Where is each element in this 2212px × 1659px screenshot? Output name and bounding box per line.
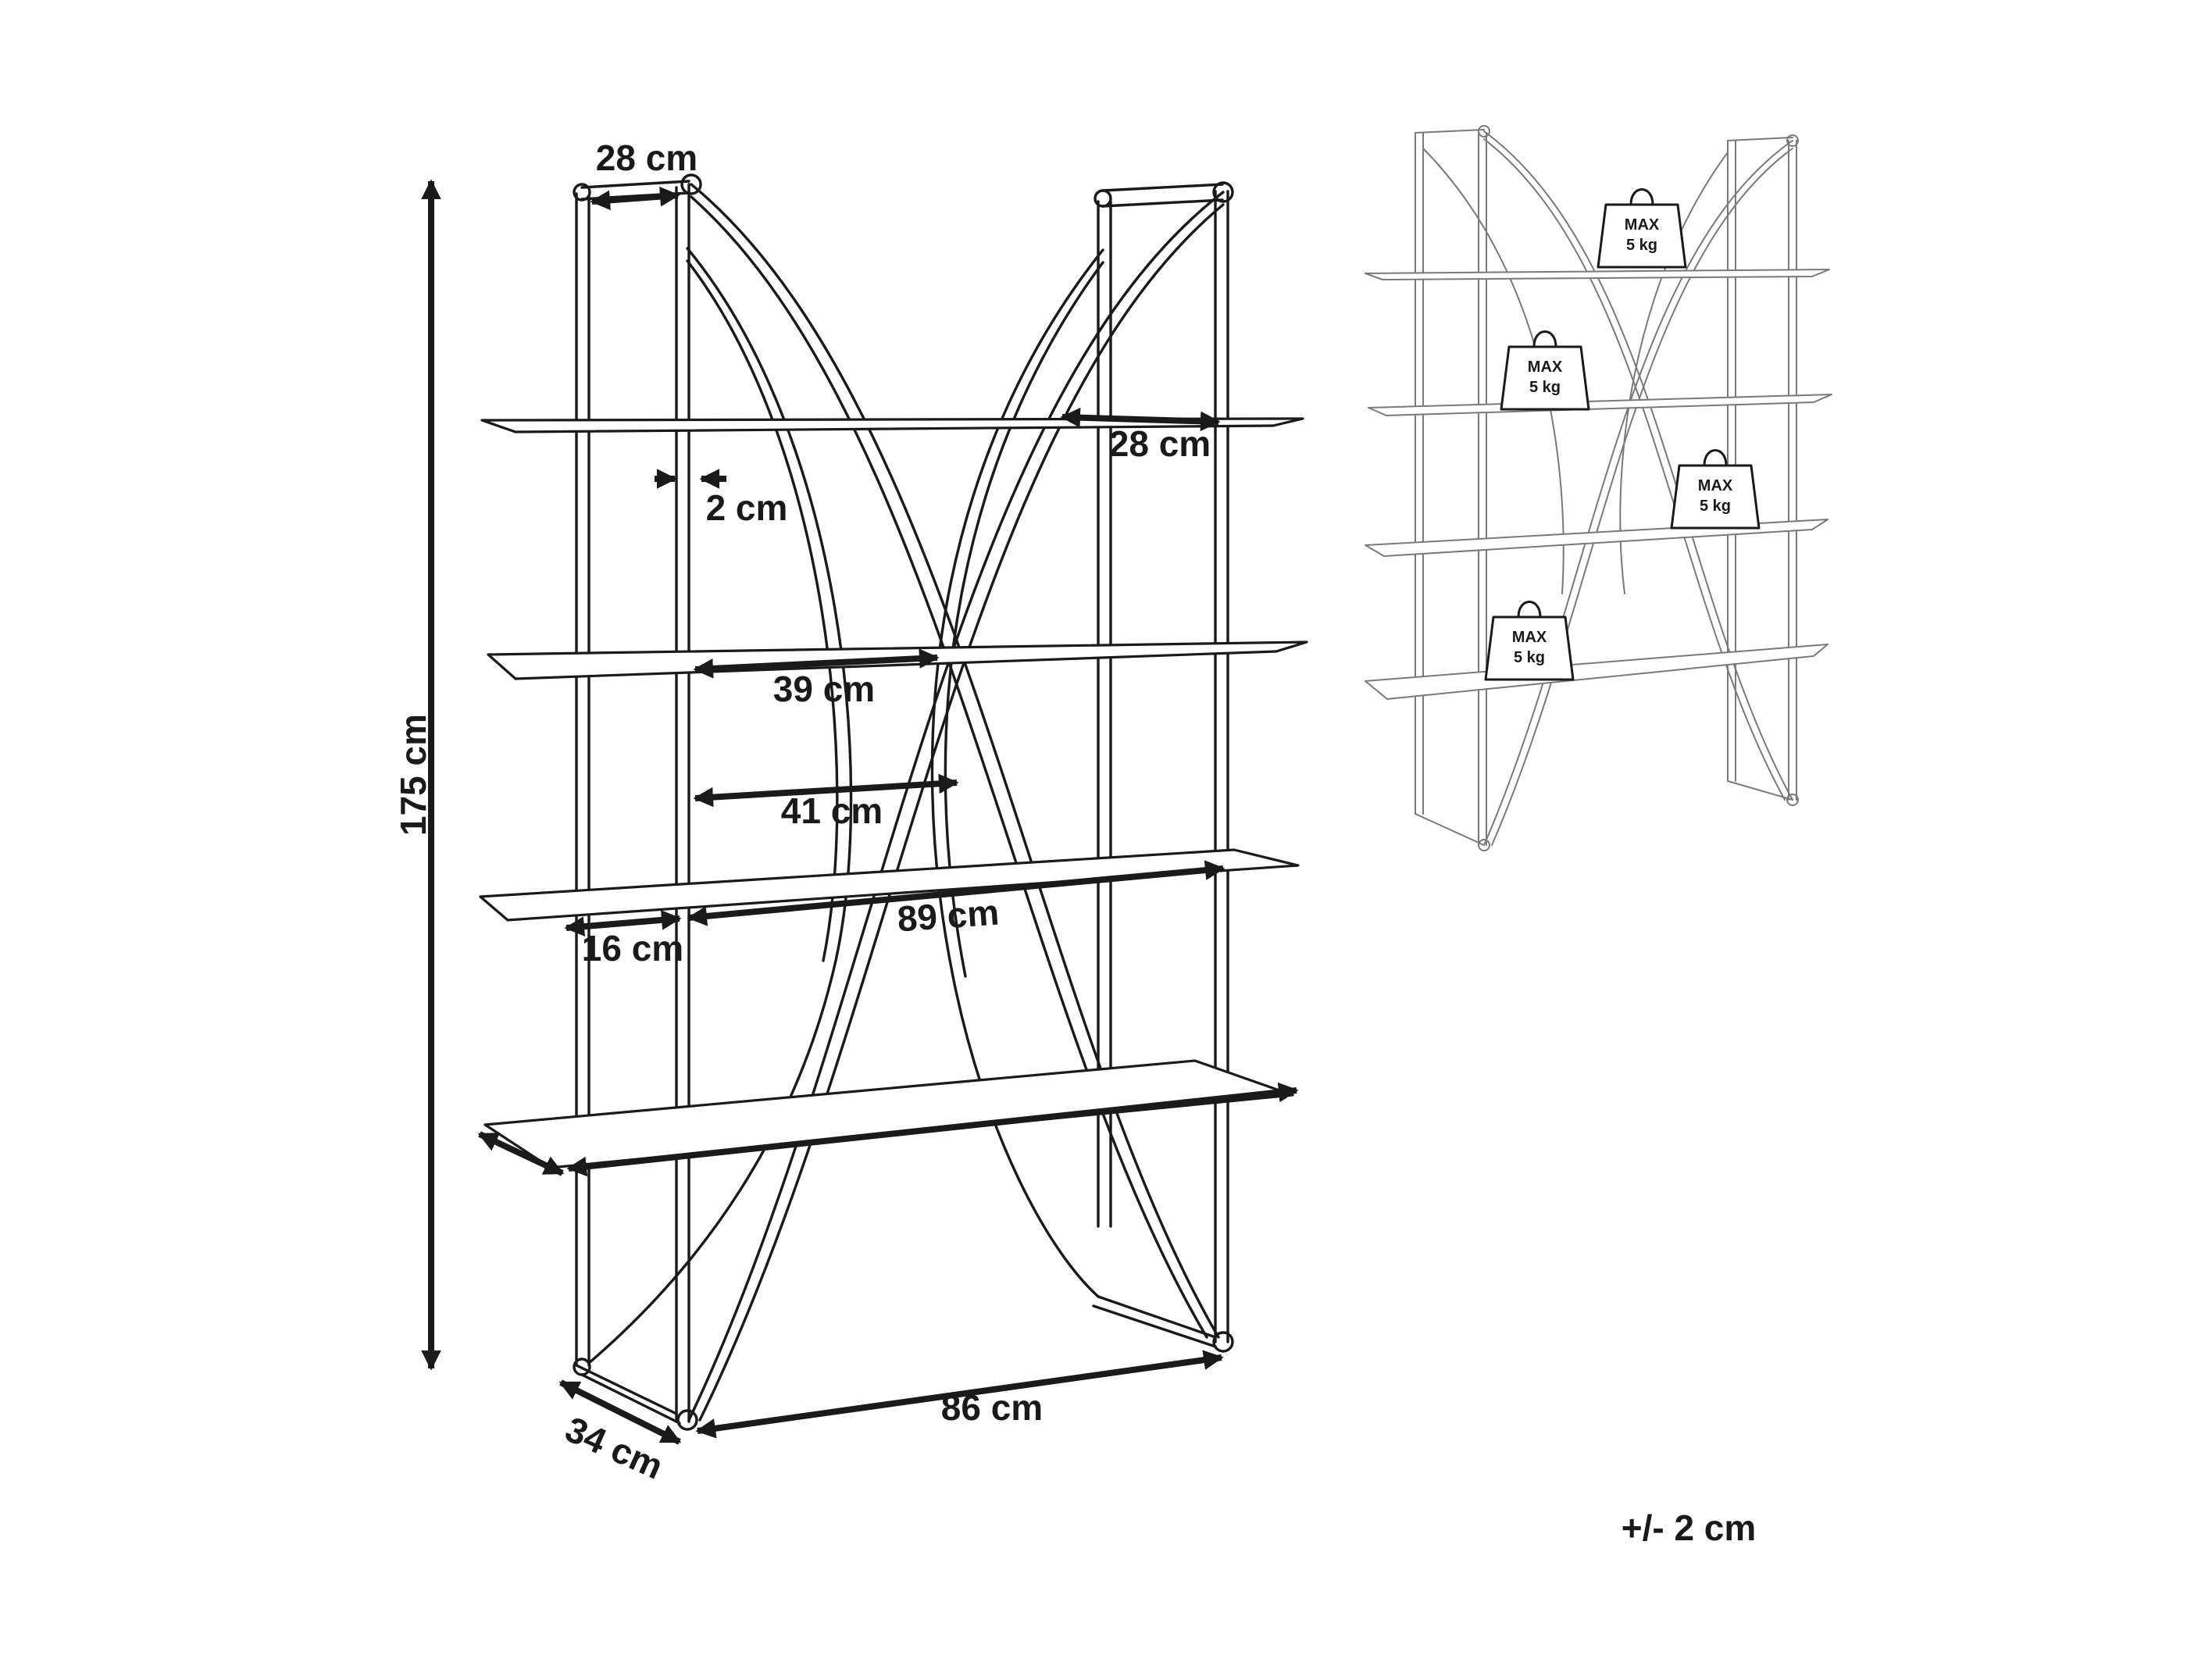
left-frame xyxy=(573,173,702,1431)
weight-icon xyxy=(1517,601,1542,618)
right-frame xyxy=(1092,181,1234,1353)
inner-width-upper-label: 39 cm xyxy=(773,669,875,709)
weight-label: MAX xyxy=(1698,477,1733,494)
shelves xyxy=(479,417,1308,1169)
tube-label: 2 cm xyxy=(706,487,788,528)
base-width-arrow xyxy=(695,1350,1224,1439)
weight-2: MAX 5 kg xyxy=(1500,330,1590,411)
weight-value: 5 kg xyxy=(1700,498,1731,515)
shelf-4 xyxy=(483,1059,1294,1169)
weight-1: MAX 5 kg xyxy=(1597,188,1687,269)
tolerance-label: +/- 2 cm xyxy=(1622,1507,1757,1548)
shelf-span-arrow xyxy=(687,860,1226,926)
bottom-depth-arrow xyxy=(477,1131,565,1176)
base-width-label: 86 cm xyxy=(941,1387,1043,1428)
side-offset-label: 16 cm xyxy=(582,928,683,969)
weight-icon xyxy=(1703,449,1728,466)
weight-icon xyxy=(1532,330,1557,348)
top-depth-label: 28 cm xyxy=(596,137,697,178)
weight-value: 5 kg xyxy=(1514,649,1545,666)
weight-label: MAX xyxy=(1528,359,1563,376)
weight-label: MAX xyxy=(1512,629,1547,646)
inner-width-lower-label: 41 cm xyxy=(781,790,883,831)
load-shelves xyxy=(1365,269,1832,700)
bottom-width-arrow xyxy=(566,1082,1299,1177)
shelf-depth-label: 28 cm xyxy=(1109,423,1211,464)
weight-icon xyxy=(1629,188,1654,205)
inner-width-upper-arrow xyxy=(693,648,940,679)
weight-value: 5 kg xyxy=(1529,379,1561,396)
height-label: 175 cm xyxy=(393,714,433,836)
base-depth-arrow xyxy=(558,1379,682,1445)
weight-3: MAX 5 kg xyxy=(1670,449,1761,530)
side-offset-arrow xyxy=(564,910,682,937)
main-shelf-unit: 175 cm 28 cm 28 cm 2 cm 39 cm 41 cm 16 c… xyxy=(393,137,1308,1487)
base-depth-label: 34 cm xyxy=(559,1408,669,1487)
shelf-3 xyxy=(479,848,1300,922)
weight-4: MAX 5 kg xyxy=(1484,601,1575,681)
inner-width-lower-arrow xyxy=(693,773,959,808)
top-depth-arrow xyxy=(590,186,680,211)
shelf-depth-arrow xyxy=(1060,407,1221,432)
curved-arcs xyxy=(587,183,1225,1422)
shelf-span-label: 89 cm xyxy=(896,892,1001,940)
load-diagram: MAX 5 kg MAX 5 kg MAX 5 kg MAX 5 kg xyxy=(1365,125,1832,851)
weight-label: MAX xyxy=(1625,216,1660,234)
dimension-labels: 175 cm 28 cm 28 cm 2 cm 39 cm 41 cm 16 c… xyxy=(393,137,1211,1487)
dimension-arrows xyxy=(421,179,1299,1445)
weight-value: 5 kg xyxy=(1626,237,1657,254)
